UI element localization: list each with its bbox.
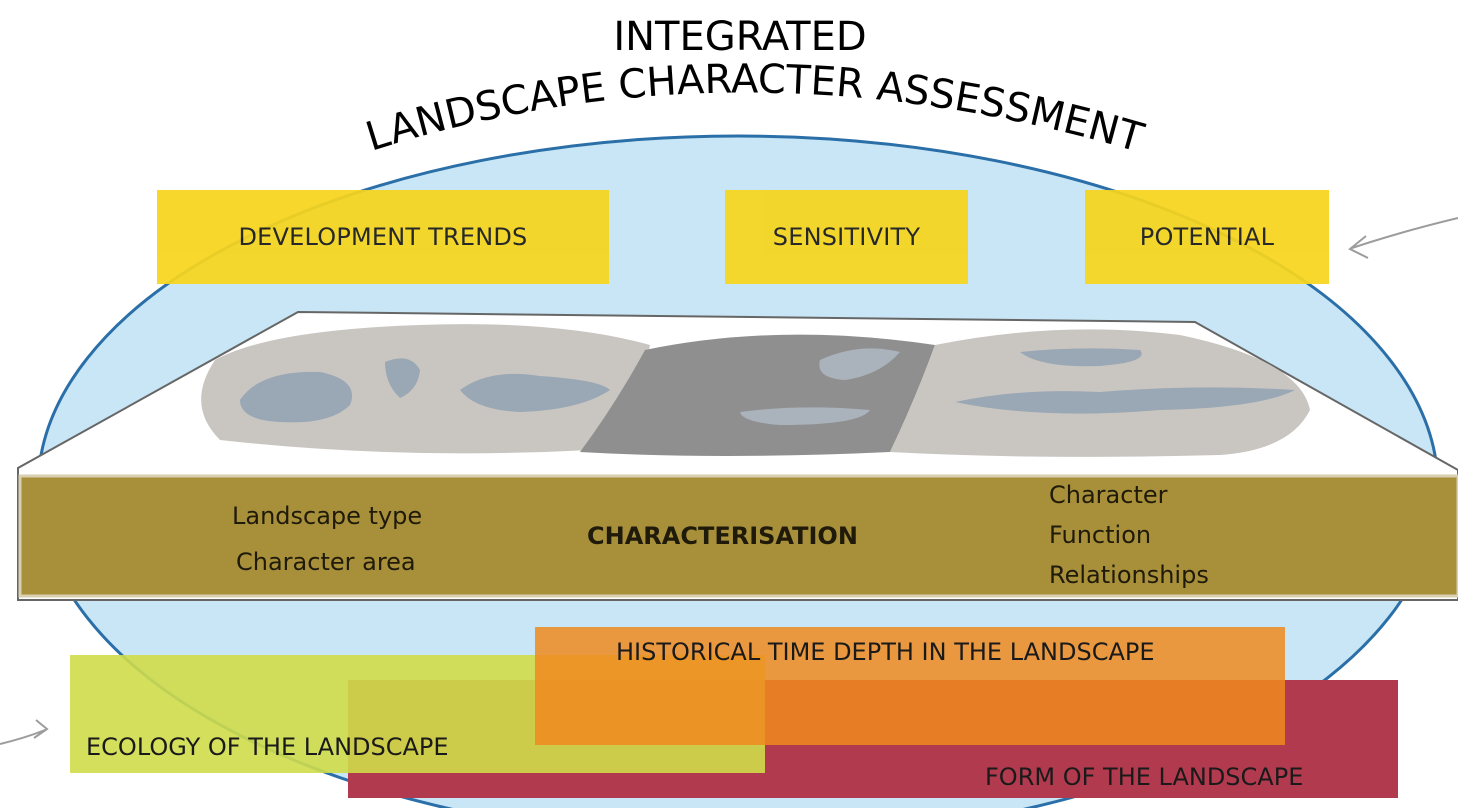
sensitivity-label: SENSITIVITY [772, 223, 921, 251]
title-line1: INTEGRATED [613, 14, 866, 60]
characterisation-label: CHARACTERISATION [587, 522, 858, 550]
potential-label: POTENTIAL [1139, 223, 1275, 251]
patch-5 [740, 407, 870, 425]
historical-box [535, 627, 1285, 745]
potential-box: POTENTIAL [1085, 190, 1329, 284]
patch-1 [240, 371, 352, 423]
landscape-region-left [201, 324, 650, 454]
arrow-in-left-icon [0, 719, 49, 745]
relationships-label: Relationships [1049, 561, 1209, 589]
arrow-in-right-icon [1348, 217, 1458, 259]
development-trends-box: DEVELOPMENT TRENDS [157, 190, 609, 284]
function-label: Function [1049, 521, 1152, 549]
patch-4 [819, 348, 900, 380]
patch-6 [1020, 348, 1142, 367]
ecology-label: ECOLOGY OF THE LANDSCAPE [86, 733, 449, 761]
characterisation-band [18, 474, 1458, 598]
character-area-label: Character area [236, 548, 416, 576]
sensitivity-box: SENSITIVITY [725, 190, 968, 284]
patch-3 [460, 373, 610, 412]
patch-7 [955, 387, 1295, 414]
form-label: FORM OF THE LANDSCAPE [985, 763, 1304, 791]
historical-time-depth-label: HISTORICAL TIME DEPTH IN THE LANDSCAPE [616, 638, 1155, 666]
patch-2 [385, 358, 420, 398]
development-trends-label: DEVELOPMENT TRENDS [238, 223, 528, 251]
character-label: Character [1049, 481, 1168, 509]
landscape-type-label: Landscape type [232, 502, 423, 530]
